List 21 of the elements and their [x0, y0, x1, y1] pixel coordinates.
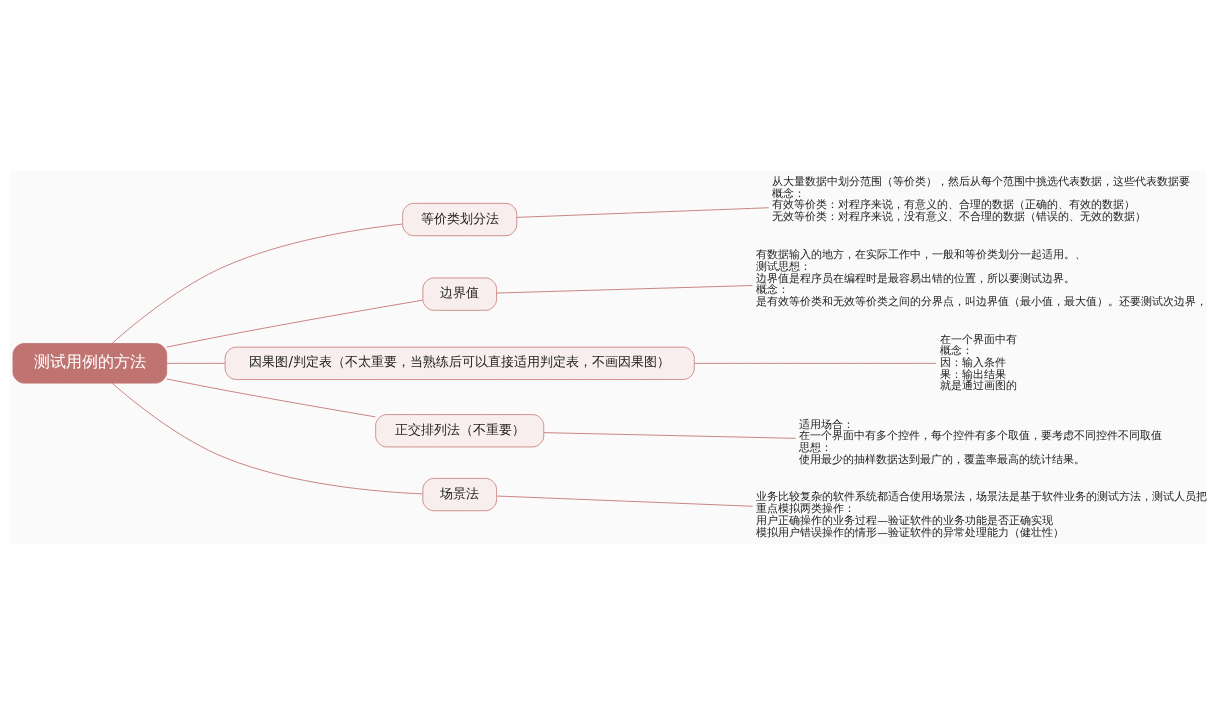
connector	[694, 362, 937, 364]
connector	[496, 284, 754, 294]
node-text: 在一个界面中有 概念： 因：输入条件 果：输出结果 就是通过画图的	[939, 332, 1017, 392]
node-box: 正交排列法（不重要）	[375, 413, 545, 447]
node-box: 因果图/判定表（不太重要，当熟练后可以直接适用判定表，不画因果图）	[224, 346, 695, 380]
connector	[166, 299, 424, 348]
node-text: 业务比较复杂的软件系统都适合使用场景法，场景法是基于软件业务的测试方法，测试人员把 重点模拟两类操作： 用户正确操作的业务过程—验证软件的业务功能是否正确实现 模拟用户错误操作的情形—验证软件的异常处理能力（健壮性）	[756, 490, 1208, 539]
node-box: 场景法	[422, 477, 497, 511]
node-box: 测试用例的方法	[12, 342, 168, 384]
connector	[111, 382, 424, 494]
node-box: 等价类划分法	[402, 202, 518, 236]
connector	[166, 362, 226, 364]
node-box: 边界值	[422, 277, 497, 311]
node-text: 有数据输入的地方，在实际工作中，一般和等价类划分一起适用。、 测试思想： 边界值是程序员在编程时是最容易出错的位置，所以要测试边界。 概念： 是有效等价类和无效等价类之间的分界点，叫边界值（最小值，最大值）。还要测试次边界，	[756, 247, 1208, 308]
connector	[166, 377, 376, 417]
connector	[496, 495, 754, 507]
node-text: 从大量数据中划分范围（等价类），然后从每个范围中挑选代表数据，这些代表数据要 概念： 有效等价类：对程序来说，有意义的、合理的数据（正确的、有效的数据） 无效等价类：对程序来说，没有意义、不合理的数据（错误的、无效的数据）	[772, 174, 1191, 223]
connector	[111, 223, 403, 344]
connector	[516, 206, 770, 218]
connector	[543, 431, 797, 439]
node-text: 适用场合： 在一个界面中有多个控件，每个控件有多个取值，要考虑不同控件不同取值 思想： 使用最少的抽样数据达到最广的，覆盖率最高的统计结果。	[799, 417, 1163, 466]
